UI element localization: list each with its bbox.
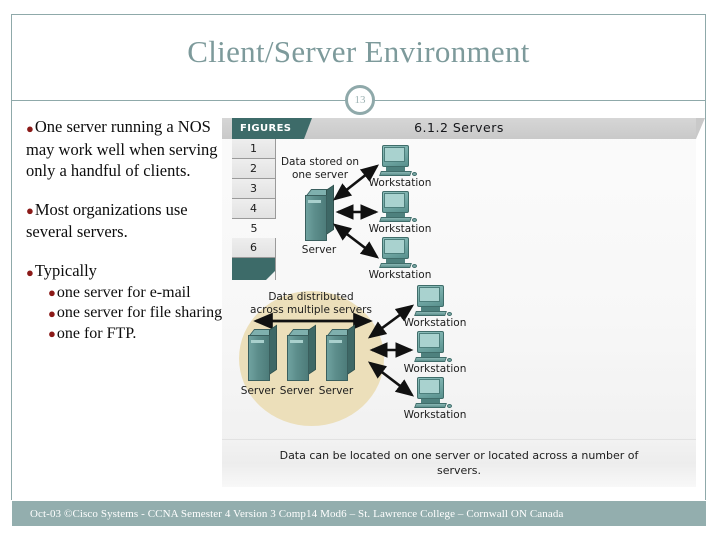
- server-icon-cluster-3: [326, 324, 356, 381]
- figure-nav-item-4[interactable]: 4: [232, 199, 276, 219]
- cluster-server-3-label: Server: [318, 385, 354, 397]
- page-number-badge: 13: [345, 85, 375, 115]
- bullet-item-3: ●Typically: [26, 260, 231, 283]
- figures-tab[interactable]: FIGURES: [232, 118, 312, 139]
- figure-caption-text: Data can be located on one server or loc…: [279, 449, 639, 477]
- cluster-note-line1: Data distributed: [268, 291, 354, 303]
- figure-header-bar: [222, 118, 705, 139]
- bullet-dot-icon: ●: [48, 305, 56, 321]
- bullet-text-column: ●One server running a NOS may work well …: [26, 116, 231, 344]
- figure-nav-item-2[interactable]: 2: [232, 159, 276, 179]
- bullet-item-3b-label: one server for file sharing: [56, 304, 223, 322]
- connector-arrows-svg: [253, 164, 415, 397]
- figure-nav-item-1[interactable]: 1: [232, 139, 276, 159]
- single-server-label: Server: [301, 244, 337, 256]
- workstation-icon-bottom-2: [414, 331, 453, 365]
- figure-nav-item-3[interactable]: 3: [232, 179, 276, 199]
- bullet-item-2: ●Most organizations use several servers.: [26, 199, 231, 243]
- workstation-icon-top-1: [379, 145, 418, 179]
- bullet-item-3a: ●one server for e-mail: [48, 283, 231, 303]
- server-icon-cluster-1: [248, 324, 278, 381]
- workstation-bottom-3-label: Workstation: [403, 409, 467, 421]
- bullet-item-3b: ●one server for file sharing: [48, 303, 231, 323]
- workstation-icon-top-2: [379, 191, 418, 225]
- bullet-dot-icon: ●: [26, 120, 34, 136]
- bullet-dot-icon: ●: [26, 265, 34, 281]
- figure-nav-list[interactable]: 1 2 3 4 5 6: [232, 139, 276, 280]
- cluster-server-1-label: Server: [240, 385, 276, 397]
- figure-panel: 6.1.2 Servers FIGURES 1 2 3 4 5 6 Data s…: [222, 118, 705, 487]
- workstation-bottom-1-label: Workstation: [403, 317, 467, 329]
- bullet-item-2-label: Most organizations use several servers.: [26, 199, 188, 242]
- bullet-item-3c: ●one for FTP.: [48, 324, 231, 344]
- server-icon-cluster-2: [287, 324, 317, 381]
- servers-diagram: Data stored on one server Server Worksta…: [222, 139, 696, 439]
- cluster-server-2-label: Server: [279, 385, 315, 397]
- figure-nav-item-5[interactable]: 5: [250, 222, 258, 235]
- figures-tab-label: FIGURES: [240, 123, 292, 134]
- workstation-bottom-2-label: Workstation: [403, 363, 467, 375]
- figure-title: 6.1.2 Servers: [414, 120, 504, 135]
- figure-nav-item-6[interactable]: 6: [232, 238, 276, 258]
- page-title: Client/Server Environment: [187, 34, 530, 69]
- bullet-item-3c-label: one for FTP.: [56, 324, 137, 342]
- frame-top-border: [11, 14, 706, 15]
- figure-caption-bar: Data can be located on one server or loc…: [222, 439, 696, 487]
- bullet-dot-icon: ●: [26, 203, 34, 219]
- workstation-top-1-label: Workstation: [368, 177, 432, 189]
- workstation-top-3-label: Workstation: [368, 269, 432, 281]
- bullet-item-1: ●One server running a NOS may work well …: [26, 116, 231, 181]
- cluster-note-line2: across multiple servers: [250, 304, 372, 316]
- frame-left-border: [11, 14, 12, 500]
- workstation-icon-bottom-3: [414, 377, 453, 411]
- figure-nav-footer: [232, 258, 276, 280]
- bullet-item-1-label: One server running a NOS may work well w…: [26, 117, 218, 180]
- slide-footer-text: Oct-03 ©Cisco Systems - CCNA Semester 4 …: [30, 507, 564, 520]
- workstation-icon-top-3: [379, 237, 418, 271]
- frame-right-border: [705, 14, 706, 500]
- slide-footer: Oct-03 ©Cisco Systems - CCNA Semester 4 …: [12, 501, 706, 526]
- bullet-item-3a-label: one server for e-mail: [56, 284, 191, 302]
- server-icon-single: [305, 184, 335, 241]
- bullet-item-3-label: Typically: [34, 261, 97, 281]
- workstation-top-2-label: Workstation: [368, 223, 432, 235]
- bullet-dot-icon: ●: [48, 326, 56, 342]
- workstation-icon-bottom-1: [414, 285, 453, 319]
- bullet-dot-icon: ●: [48, 285, 56, 301]
